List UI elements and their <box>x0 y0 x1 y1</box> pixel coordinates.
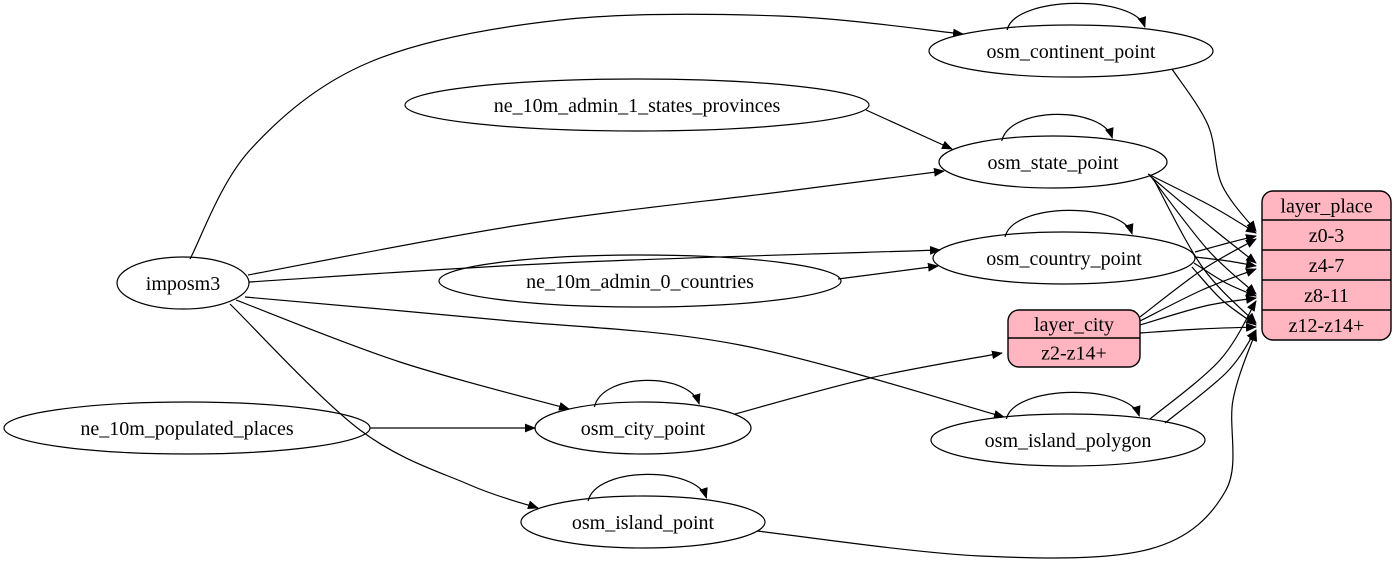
record-row-layer_place-z12-z14+: z12-z14+ <box>1289 315 1365 337</box>
node-label-osm_island_polygon: osm_island_polygon <box>985 430 1152 452</box>
edge-osm_island_point-to-layer_place-z12-z14+ <box>756 330 1258 559</box>
edge-osm_country_point-to-layer_place-z4-7 <box>1194 256 1257 269</box>
record-node-layer_place: layer_place z0-3 z4-7 z8-11 z12-z14+ <box>1261 190 1392 341</box>
edge-layer_city-to-layer_place-z12-z14+ <box>1139 322 1257 334</box>
imposm3-ellipse <box>116 256 250 310</box>
record-row-layer_place-z8-11: z8-11 <box>1304 285 1349 307</box>
table-node-imposm3 <box>116 256 250 310</box>
osm_continent_point-ellipse <box>928 24 1214 78</box>
edge-imposm3-to-osm_island_polygon <box>244 296 1005 419</box>
node-label-ne_10m_admin_1_states_provinces: ne_10m_admin_1_states_provinces <box>494 95 781 117</box>
table-node-osm_country_point <box>932 231 1196 285</box>
self-loop-osm_island_polygon <box>1005 391 1141 420</box>
osm_island_polygon-ellipse <box>930 413 1206 467</box>
edge-ne_10m_admin_0_countries-to-osm_country_point <box>837 262 939 280</box>
edge-osm_country_point-to-layer_place-z8-11 <box>1193 262 1257 297</box>
edge-imposm3-to-osm_continent_point <box>189 13 964 260</box>
edge-osm_state_point-to-layer_place-z0-3 <box>1147 173 1257 234</box>
edge-osm_city_point-to-layer_city-z2-z14+ <box>734 350 1003 415</box>
edge-osm_island_polygon-to-layer_place-z8-11 <box>1149 300 1257 420</box>
edge-osm_continent_point-to-layer_place-z0-3 <box>1171 68 1257 232</box>
table-node-ne_10m_admin_0_countries <box>438 254 842 308</box>
node-label-ne_10m_populated_places: ne_10m_populated_places <box>80 418 293 440</box>
table-node-osm_island_point <box>520 495 766 549</box>
edge-layer_city-to-layer_place-z0-3 <box>1139 238 1257 318</box>
table-node-osm_continent_point <box>928 24 1214 78</box>
edge-imposm3-to-osm_state_point <box>247 167 945 276</box>
edge-layer_city-to-layer_place-z4-7 <box>1139 268 1257 322</box>
node-label-osm_country_point: osm_country_point <box>986 248 1142 270</box>
node-label-imposm3: imposm3 <box>146 273 220 295</box>
self-loop-osm_state_point <box>1001 113 1114 142</box>
node-label-ne_10m_admin_0_countries: ne_10m_admin_0_countries <box>526 271 754 293</box>
osm_country_point-ellipse <box>932 231 1196 285</box>
ne_10m_admin_1_states_provinces-ellipse <box>404 78 870 132</box>
self-loop-osm_island_point <box>587 473 708 502</box>
table-node-osm_state_point <box>938 135 1168 189</box>
record-row-layer_place-z4-7: z4-7 <box>1309 255 1345 277</box>
osm_island_point-ellipse <box>520 495 766 549</box>
edge-imposm3-to-osm_island_point <box>229 303 539 509</box>
edge-osm_state_point-to-layer_place-z4-7 <box>1149 175 1257 264</box>
record-title-layer_city: layer_city <box>1034 314 1114 336</box>
layer_place-box <box>1261 190 1392 341</box>
node-label-osm_state_point: osm_state_point <box>987 152 1119 174</box>
node-label-osm_continent_point: osm_continent_point <box>987 41 1156 63</box>
edge-imposm3-to-osm_city_point <box>235 299 570 411</box>
edge-imposm3-to-osm_country_point <box>248 245 941 283</box>
node-label-osm_island_point: osm_island_point <box>572 512 715 534</box>
record-row-layer_place-z0-3: z0-3 <box>1309 225 1345 247</box>
osm_state_point-ellipse <box>938 135 1168 189</box>
ne_10m_admin_0_countries-ellipse <box>438 254 842 308</box>
record-node-layer_city: layer_city z2-z14+ <box>1007 309 1141 368</box>
table-node-ne_10m_admin_1_states_provinces <box>404 78 870 132</box>
edge-osm_country_point-to-layer_place-z0-3 <box>1194 234 1257 253</box>
edge-osm_island_polygon-to-layer_place-z12-z14+ <box>1164 329 1257 424</box>
record-title-layer_place: layer_place <box>1280 196 1372 218</box>
record-row-layer_city-z2-z14+: z2-z14+ <box>1041 343 1107 365</box>
self-loop-osm_continent_point <box>1006 2 1147 31</box>
self-loop-osm_city_point <box>593 379 701 408</box>
edge-osm_state_point-to-layer_place-z12-z14+ <box>1153 179 1257 324</box>
edge-osm_state_point-to-layer_place-z8-11 <box>1151 177 1257 295</box>
edge-ne_10m_admin_1_states_provinces-to-osm_state_point <box>865 109 953 150</box>
self-loop-osm_country_point <box>1004 209 1134 238</box>
edge-osm_country_point-to-layer_place-z12-z14+ <box>1191 266 1257 326</box>
node-label-osm_city_point: osm_city_point <box>581 418 706 440</box>
table-node-osm_island_polygon <box>930 413 1206 467</box>
edge-layer_city-to-layer_place-z8-11 <box>1139 295 1257 326</box>
